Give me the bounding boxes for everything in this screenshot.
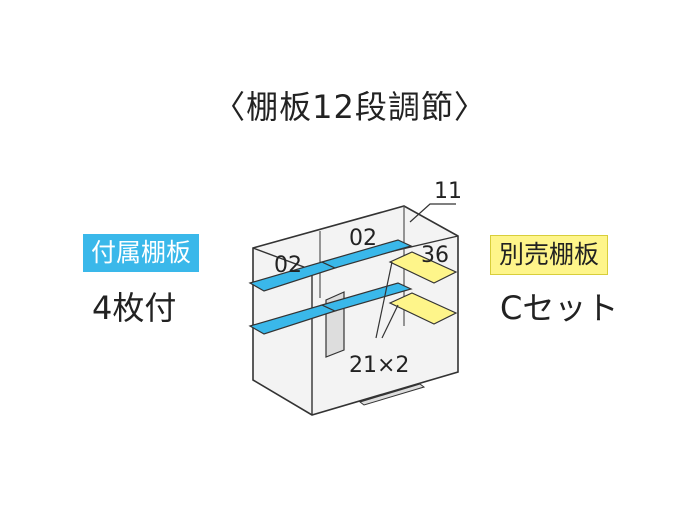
label-center: 21×2 xyxy=(349,353,409,378)
shelf-yellow-lower xyxy=(388,292,458,325)
optional-shelves-badge: 別売棚板 xyxy=(490,235,609,275)
callout-center-b xyxy=(381,304,399,339)
included-shelves-badge: 付属棚板 xyxy=(83,234,200,272)
label-corner: 11 xyxy=(434,179,462,204)
shelf-blue-lower-right xyxy=(320,282,413,312)
shelf-yellow-upper xyxy=(388,251,458,284)
shelf-blue-upper-right xyxy=(320,239,413,269)
callout-corner xyxy=(409,203,456,223)
label-mid-top: 02 xyxy=(349,226,377,251)
optional-shelves-set: Cセット xyxy=(500,289,619,327)
door-rail xyxy=(358,383,426,406)
included-shelves-count: 4枚付 xyxy=(92,289,177,327)
label-right-top: 36 xyxy=(421,243,449,268)
callout-center-a xyxy=(375,261,393,339)
label-left-top: 02 xyxy=(274,253,302,278)
page-title: 〈棚板12段調節〉 xyxy=(213,88,487,126)
